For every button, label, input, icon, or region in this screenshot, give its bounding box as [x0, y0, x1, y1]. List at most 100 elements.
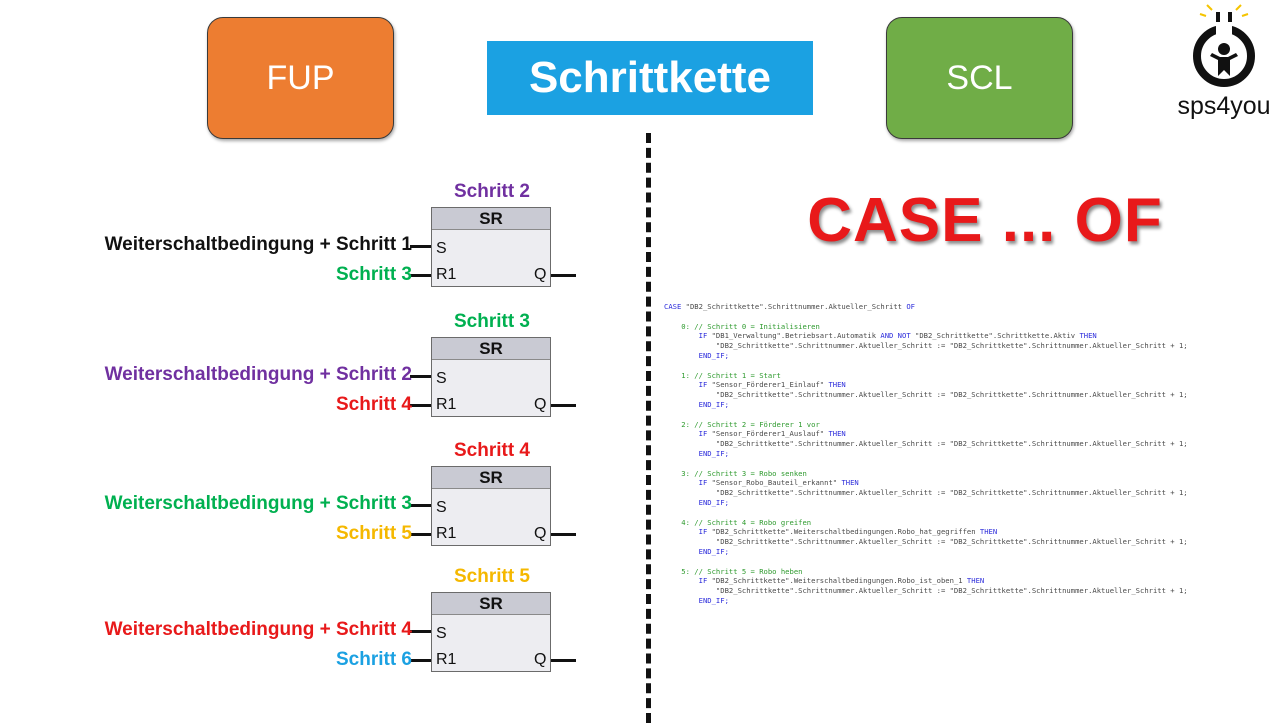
pin-r1: R1 — [436, 396, 457, 413]
wire-set — [410, 375, 431, 378]
sr-block-type: SR — [432, 467, 550, 489]
wire-reset — [410, 274, 431, 277]
sr-block-type: SR — [432, 593, 550, 615]
if-keyword: IF — [664, 527, 712, 537]
case-label: 3: — [664, 468, 695, 478]
pin-s: S — [436, 625, 447, 642]
then-keyword: THEN — [828, 380, 846, 390]
case-label: 4: — [664, 517, 695, 527]
if-keyword: IF — [664, 380, 712, 390]
sps4you-logo-icon — [1193, 4, 1255, 87]
logo-text: sps4you — [1177, 92, 1271, 120]
assignment: "DB2_Schrittkette".Schrittnummer.Aktuell… — [664, 537, 1188, 547]
wire-reset — [410, 404, 431, 407]
if-condition: "Sensor_Förderer1_Auslauf" — [711, 429, 829, 439]
case-comment: // Schritt 1 = Start — [694, 370, 781, 380]
case-label: 5: — [664, 566, 695, 576]
end-if-keyword: END_IF; — [664, 399, 729, 409]
then-keyword: THEN — [1079, 331, 1097, 341]
assignment: "DB2_Schrittkette".Schrittnummer.Aktuell… — [664, 341, 1188, 351]
pin-q: Q — [534, 396, 547, 413]
case-comment: // Schritt 5 = Robo heben — [694, 566, 803, 576]
center-divider — [646, 133, 651, 723]
and-not-keyword: AND NOT — [880, 331, 911, 341]
set-step-text: Schritt 3 — [335, 493, 412, 514]
case-keyword: CASE — [664, 302, 682, 311]
set-condition-text: Weiterschaltbedingung + — [104, 619, 336, 640]
wire-q — [551, 274, 576, 277]
wire-set — [410, 630, 431, 633]
of-keyword: OF — [906, 302, 915, 311]
assignment: "DB2_Schrittkette".Schrittnummer.Aktuell… — [664, 439, 1188, 449]
scl-header-box: SCL — [886, 17, 1073, 139]
then-keyword: THEN — [841, 478, 859, 488]
if-keyword: IF — [664, 331, 712, 341]
sr-block: SR S R1 Q — [431, 466, 551, 546]
if-keyword: IF — [664, 429, 712, 439]
if-condition: "DB2_Schrittkette".Weiterschaltbedingung… — [711, 576, 967, 586]
wire-set — [410, 504, 431, 507]
sr-block: SR S R1 Q — [431, 337, 551, 417]
wire-reset — [410, 533, 431, 536]
case-label: 1: — [664, 370, 695, 380]
case-expression: "DB2_Schrittkette".Schrittnummer.Aktuell… — [681, 302, 907, 311]
end-if-keyword: END_IF; — [664, 448, 729, 458]
then-keyword: THEN — [828, 429, 846, 439]
end-if-keyword: END_IF; — [664, 546, 729, 556]
fup-header-box: FUP — [207, 17, 394, 139]
pin-r1: R1 — [436, 266, 457, 283]
if-condition: "Sensor_Robo_Bauteil_erkannt" — [711, 478, 842, 488]
reset-input-label: Schritt 6 — [335, 649, 412, 670]
case-comment: // Schritt 0 = Initialisieren — [694, 321, 820, 331]
sr-step-label: Schritt 3 — [453, 311, 531, 332]
case-comment: // Schritt 3 = Robo senken — [694, 468, 807, 478]
set-step-text: Schritt 2 — [335, 364, 412, 385]
sr-block-type: SR — [432, 338, 550, 360]
if-condition: "DB1_Verwaltung".Betriebsart.Automatik — [711, 331, 881, 341]
set-condition-text: Weiterschaltbedingung + — [104, 364, 336, 385]
case-label: 0: — [664, 321, 695, 331]
assignment: "DB2_Schrittkette".Schrittnummer.Aktuell… — [664, 390, 1188, 400]
wire-q — [551, 404, 576, 407]
wire-q — [551, 533, 576, 536]
scl-label: SCL — [946, 58, 1013, 97]
pin-s: S — [436, 240, 447, 257]
set-step-text: Schritt 4 — [335, 619, 412, 640]
pin-r1: R1 — [436, 651, 457, 668]
sr-step-label: Schritt 2 — [453, 181, 531, 202]
sr-block: SR S R1 Q — [431, 592, 551, 672]
page-title: Schrittkette — [487, 41, 813, 115]
if-condition: "DB2_Schrittkette".Weiterschaltbedingung… — [711, 527, 980, 537]
set-input-label: Weiterschaltbedingung + Schritt 4 — [105, 619, 412, 641]
sr-block-type: SR — [432, 208, 550, 230]
reset-input-label: Schritt 4 — [335, 394, 412, 415]
end-if-keyword: END_IF; — [664, 595, 729, 605]
pin-q: Q — [534, 651, 547, 668]
fup-label: FUP — [266, 58, 335, 97]
then-keyword: THEN — [979, 527, 998, 537]
wire-set — [410, 245, 431, 248]
scl-code-listing: CASE "DB2_Schrittkette".Schrittnummer.Ak… — [664, 302, 1280, 616]
case-label: 2: — [664, 419, 695, 429]
reset-input-label: Schritt 3 — [335, 264, 412, 285]
sr-step-label: Schritt 5 — [453, 566, 531, 587]
if-keyword: IF — [664, 478, 712, 488]
pin-s: S — [436, 370, 447, 387]
end-if-keyword: END_IF; — [664, 350, 729, 360]
set-input-label: Weiterschaltbedingung + Schritt 2 — [105, 364, 412, 386]
set-input-label: Weiterschaltbedingung + Schritt 1 — [105, 234, 412, 256]
set-input-label: Weiterschaltbedingung + Schritt 3 — [105, 493, 412, 515]
case-comment: // Schritt 4 = Robo greifen — [694, 517, 812, 527]
case-comment: // Schritt 2 = Förderer 1 vor — [694, 419, 820, 429]
if-condition: "DB2_Schrittkette".Schrittkette.Aktiv — [910, 331, 1080, 341]
pin-q: Q — [534, 525, 547, 542]
if-condition: "Sensor_Förderer1_Einlauf" — [711, 380, 829, 390]
pin-r1: R1 — [436, 525, 457, 542]
reset-input-label: Schritt 5 — [335, 523, 412, 544]
set-step-text: Schritt 1 — [335, 234, 412, 255]
set-condition-text: Weiterschaltbedingung + — [104, 234, 336, 255]
pin-s: S — [436, 499, 447, 516]
wire-reset — [410, 659, 431, 662]
end-if-keyword: END_IF; — [664, 497, 729, 507]
then-keyword: THEN — [966, 576, 985, 586]
